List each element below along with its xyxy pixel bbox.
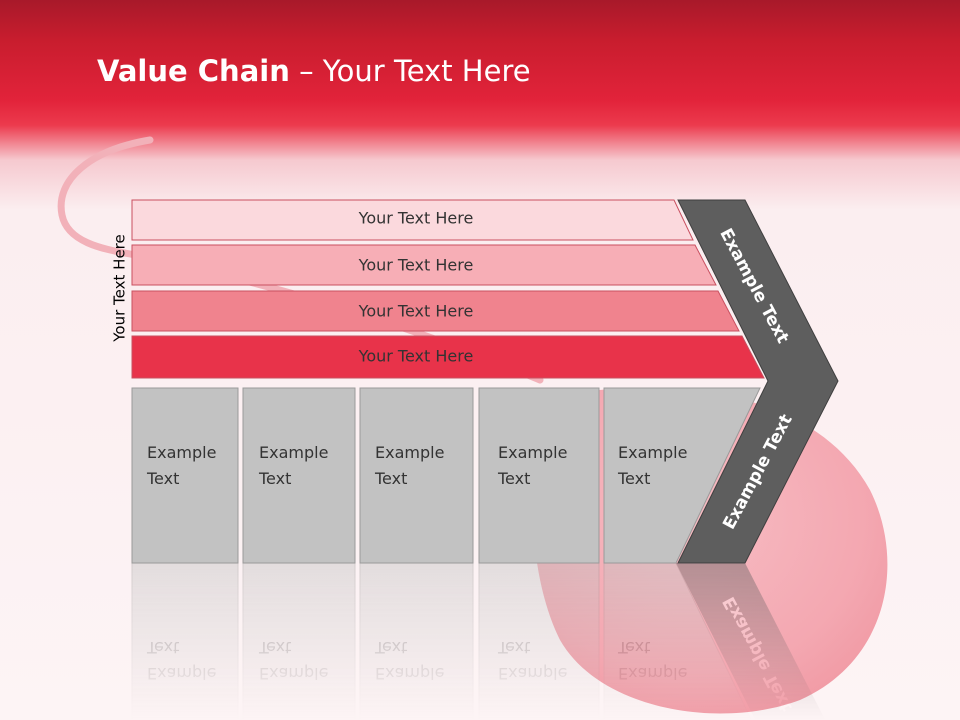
column-1-line1: Example — [147, 443, 216, 462]
band-1-label: Your Text Here — [358, 209, 474, 228]
reflection-text-7: Example — [498, 664, 567, 683]
reflection-text-2: Text — [146, 638, 179, 657]
column-3: Example Text — [359, 387, 474, 564]
mouse-cable — [57, 136, 544, 384]
reflection-text-5: Example — [375, 664, 444, 683]
column-1-line2: Text — [146, 469, 179, 488]
band-1: Your Text Here — [131, 199, 694, 241]
column-4: Example Text — [478, 387, 600, 564]
side-label: Your Text Here — [111, 234, 129, 342]
reflection-text-9: Example — [618, 664, 687, 683]
column-2: Example Text — [242, 387, 356, 564]
band-3-label: Your Text Here — [358, 302, 474, 321]
reflection-text-8: Text — [497, 638, 530, 657]
column-1: Example Text — [131, 387, 239, 564]
column-5-line1: Example — [618, 443, 687, 462]
reflection-text-10: Text — [617, 638, 650, 657]
title-bold: Value Chain — [97, 54, 290, 88]
column-2-line2: Text — [258, 469, 291, 488]
page-title: Value Chain – Your Text Here — [97, 54, 531, 88]
reflection-text-3: Example — [259, 664, 328, 683]
column-3-line2: Text — [374, 469, 407, 488]
lower-reflection: Example Text Example Text Example Text E… — [131, 562, 826, 720]
column-5-line2: Text — [617, 469, 650, 488]
column-4-line1: Example — [498, 443, 567, 462]
band-4-label: Your Text Here — [358, 347, 474, 366]
band-3: Your Text Here — [131, 290, 740, 332]
band-2-label: Your Text Here — [358, 256, 474, 275]
column-4-line2: Text — [497, 469, 530, 488]
column-3-line1: Example — [375, 443, 444, 462]
band-2: Your Text Here — [131, 244, 717, 286]
column-2-line1: Example — [259, 443, 328, 462]
column-5: Example Text — [603, 387, 761, 564]
reflection-text-6: Text — [374, 638, 407, 657]
title-rest: – Your Text Here — [289, 54, 531, 88]
reflection-text-4: Text — [258, 638, 291, 657]
band-4: Your Text Here — [131, 335, 765, 379]
reflection-text-1: Example — [147, 664, 216, 683]
